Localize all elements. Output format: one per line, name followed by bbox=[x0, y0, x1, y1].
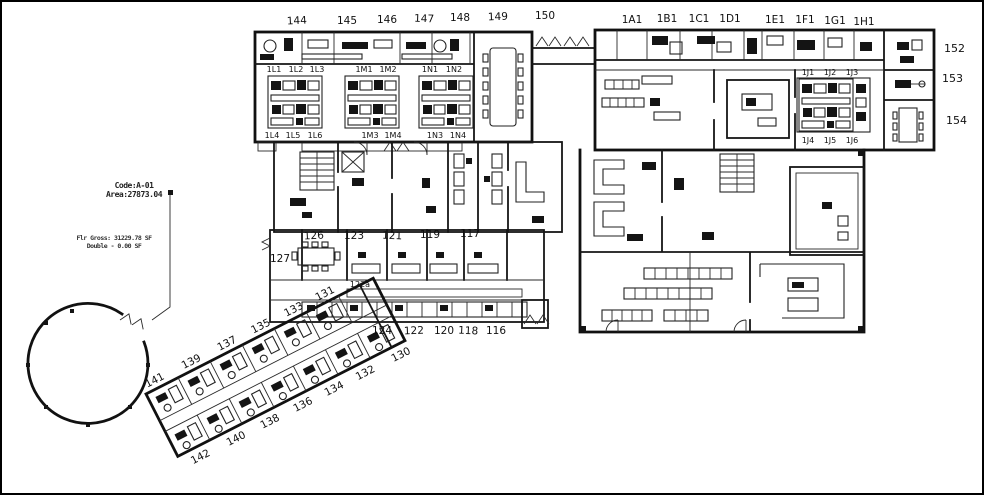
plan-annotations: Code:A-01 Area:27873.04 Flr Gross: 31229… bbox=[76, 181, 163, 250]
room-label: 1B1 bbox=[657, 13, 678, 25]
central-core-outline bbox=[273, 141, 563, 233]
room-154-conference-table bbox=[892, 107, 924, 143]
counter bbox=[759, 263, 845, 319]
room-label: 148 bbox=[450, 12, 470, 24]
room-label: 1N4 bbox=[450, 131, 466, 140]
central-core bbox=[273, 141, 563, 233]
room-label: 146 bbox=[377, 14, 397, 26]
room-label: 1E1 bbox=[765, 14, 785, 26]
room-label: 127 bbox=[270, 253, 290, 265]
reception-desk bbox=[515, 161, 545, 203]
room-label: 1L6 bbox=[308, 131, 323, 140]
lab-module-J bbox=[798, 78, 854, 132]
room-label: 137 bbox=[215, 334, 238, 354]
room-label: 1L4 bbox=[265, 131, 280, 140]
room-label: 122a bbox=[350, 280, 370, 289]
u-desk bbox=[593, 201, 625, 237]
double-door-icon bbox=[119, 311, 148, 330]
room-label: 123 bbox=[344, 230, 364, 242]
conference-room-150 bbox=[482, 47, 524, 127]
room-label: 1D1 bbox=[719, 13, 740, 25]
room-label: 121 bbox=[382, 230, 402, 243]
room-label: 1C1 bbox=[689, 13, 710, 25]
lab-bench bbox=[643, 267, 733, 280]
room-label: 154 bbox=[946, 114, 967, 127]
room-label: 145 bbox=[337, 15, 357, 27]
u-desk bbox=[593, 159, 625, 195]
room-label: 144 bbox=[287, 14, 308, 27]
entrance-connector bbox=[531, 36, 596, 65]
room-label: 150 bbox=[535, 10, 555, 22]
room-label: 120 bbox=[434, 325, 454, 337]
room-label: 131 bbox=[313, 284, 336, 304]
room-label: 1N1 bbox=[422, 65, 438, 74]
east-office-block bbox=[578, 148, 866, 334]
room-label: 118 bbox=[458, 324, 479, 337]
double-door-icon bbox=[535, 36, 562, 47]
conference-room-127 bbox=[291, 241, 341, 272]
room-label: 1M3 bbox=[361, 131, 378, 140]
room-label: 1M4 bbox=[384, 131, 401, 140]
stairwell bbox=[299, 151, 335, 191]
room-label: 147 bbox=[414, 13, 434, 26]
circular-court-outline bbox=[26, 302, 150, 425]
room-label: 1J2 bbox=[824, 68, 837, 77]
room-label: 1J1 bbox=[802, 68, 815, 77]
room-label: 1L5 bbox=[286, 131, 301, 140]
double-door-icon bbox=[563, 36, 590, 47]
floor-gross-area: Flr Gross: 31229.78 SF bbox=[76, 234, 152, 242]
room-label: 1H1 bbox=[853, 16, 874, 28]
diagonal-wing-outline bbox=[144, 276, 407, 459]
mid-wing-room-labels: 126 123 121 119 117 127 122a 124 122 120… bbox=[270, 228, 506, 338]
room-label: 116 bbox=[486, 325, 506, 337]
east-lab-wing bbox=[593, 28, 936, 152]
room-label: 152 bbox=[944, 42, 965, 55]
circular-court bbox=[26, 190, 173, 427]
lab-module-L bbox=[267, 75, 323, 129]
room-label: 135 bbox=[249, 317, 272, 337]
lab-module-M bbox=[344, 75, 400, 129]
room-label: 1N3 bbox=[427, 131, 443, 140]
west-wing-room-labels: 144 145 146 147 148 149 150 1L1 1L2 1L3 … bbox=[265, 10, 555, 140]
room-label: 1G1 bbox=[824, 15, 846, 27]
room-label: 1A1 bbox=[622, 14, 643, 26]
room-label: 1M1 bbox=[355, 65, 372, 74]
room-152-equipment bbox=[897, 39, 923, 63]
east-block-outline bbox=[578, 148, 866, 334]
room-label: 139 bbox=[180, 352, 203, 372]
room-label: 1M2 bbox=[379, 65, 396, 74]
room-label: 124 bbox=[372, 325, 392, 337]
east-wing-room-labels: 1A1 1B1 1C1 1D1 1E1 1F1 1G1 1H1 152 153 … bbox=[622, 13, 967, 145]
room-label: 1L2 bbox=[289, 65, 304, 74]
room-label: 1L3 bbox=[310, 65, 325, 74]
plan-area: Area:27873.04 bbox=[106, 190, 163, 199]
double-area: Double - 0.00 SF bbox=[87, 242, 142, 250]
lab-module-N bbox=[418, 75, 474, 129]
room-label: 1N2 bbox=[446, 65, 462, 74]
room-label: 149 bbox=[488, 11, 508, 24]
room-label: 1F1 bbox=[795, 14, 814, 26]
room-label: 117 bbox=[460, 228, 480, 240]
room-label: 1J5 bbox=[824, 136, 837, 145]
stairwell bbox=[719, 153, 755, 193]
elevator bbox=[341, 151, 365, 173]
plan-code: Code:A-01 bbox=[115, 181, 155, 190]
lab-bench bbox=[623, 287, 713, 300]
room-label: 153 bbox=[942, 72, 963, 85]
east-wing-outline bbox=[593, 28, 936, 152]
mid-wing-outline bbox=[269, 229, 545, 323]
room-label: 1J3 bbox=[846, 68, 859, 77]
room-label: 122 bbox=[404, 325, 424, 338]
room-label: 119 bbox=[420, 229, 440, 241]
room-label: 1J6 bbox=[846, 136, 859, 145]
large-room bbox=[789, 166, 865, 256]
room-label: 1L1 bbox=[267, 65, 282, 74]
room-label: 1J4 bbox=[802, 136, 815, 145]
room-153-equipment bbox=[895, 80, 926, 88]
room-label: 126 bbox=[304, 229, 325, 242]
diagonal-wing-room-labels: 141 139 137 135 133 131 142 140 138 136 … bbox=[143, 284, 413, 467]
